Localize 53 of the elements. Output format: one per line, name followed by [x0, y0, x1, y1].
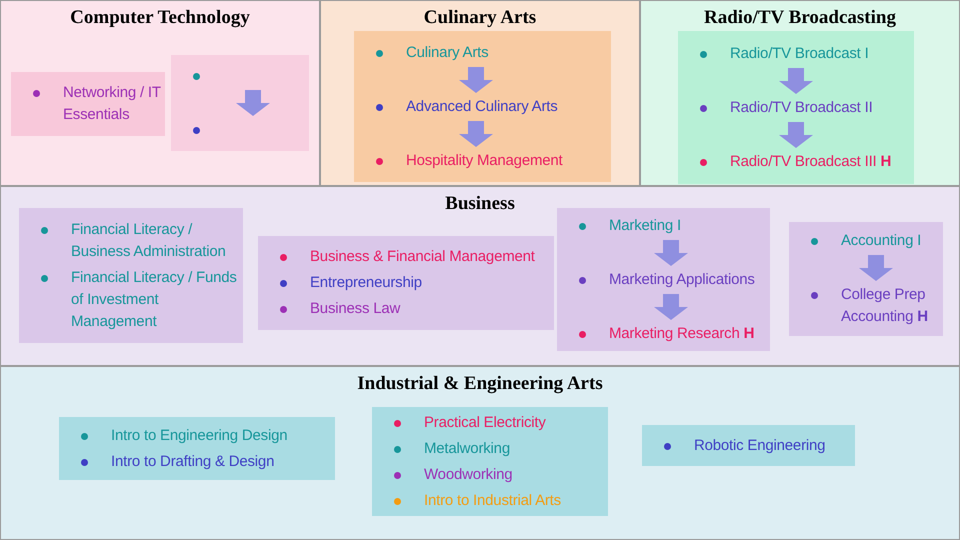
course-box	[59, 417, 335, 480]
course-box	[372, 407, 608, 516]
course-box	[557, 208, 770, 351]
course-box	[678, 31, 914, 184]
down-arrow	[459, 120, 493, 146]
course-box	[258, 236, 554, 330]
course-name: Hospitality Management	[406, 150, 563, 170]
category-panel	[640, 0, 960, 186]
course-name: Accounting I	[841, 231, 922, 251]
category-title: Business	[444, 192, 516, 216]
course-name: Intro to Drafting & Design	[111, 452, 274, 472]
category-title: Radio/TV Broadcasting	[703, 6, 897, 30]
category-panel	[0, 186, 960, 366]
course-name: Marketing Applications	[609, 270, 755, 290]
down-arrow	[859, 255, 893, 281]
course-name: Radio/TV Broadcast II	[730, 98, 873, 118]
course-name: Advanced Culinary Arts	[406, 96, 558, 116]
category-title: Industrial & Engineering Arts	[356, 372, 604, 396]
down-arrow	[459, 66, 493, 92]
course-name: Woodworking	[424, 464, 512, 484]
course-box	[171, 55, 309, 151]
course-name: Financial Literacy / Business Administration	[71, 220, 227, 262]
course-name: Business Law	[310, 299, 400, 319]
category-panel	[0, 0, 320, 186]
down-arrow	[654, 294, 688, 320]
course-box	[789, 222, 943, 336]
category-panel	[0, 366, 960, 540]
course-name: Networking / IT Essentials	[63, 83, 161, 125]
down-arrow	[654, 240, 688, 266]
course-name: Marketing Research H	[609, 324, 754, 344]
course-name: Financial Literacy / Funds of Investment Management	[71, 268, 238, 332]
category-title: Culinary Arts	[422, 6, 538, 30]
course-name: Marketing I	[609, 216, 681, 236]
course-name: Intro to Engineering Design	[111, 426, 288, 446]
course-box	[19, 208, 243, 343]
category-title: Computer Technology	[69, 6, 251, 30]
course-name: Metalworking	[424, 438, 510, 458]
down-arrow	[779, 68, 813, 94]
course-name: Practical Electricity	[424, 412, 546, 432]
course-name: Radio/TV Broadcast I	[730, 44, 869, 64]
course-name: College Prep Accounting H	[841, 285, 929, 327]
course-name: Business & Financial Management	[310, 247, 535, 267]
course-name: Radio/TV Broadcast III H	[730, 152, 892, 172]
course-name: Entrepreneurship	[310, 273, 422, 293]
course-name: Intro to Industrial Arts	[424, 490, 561, 510]
down-arrow	[779, 122, 813, 148]
down-arrow	[236, 90, 270, 116]
course-box	[642, 425, 855, 466]
course-box	[354, 31, 611, 182]
course-name: Culinary Arts	[406, 42, 488, 62]
course-name: Robotic Engineering	[694, 436, 826, 456]
course-box	[11, 72, 165, 136]
category-panel	[320, 0, 640, 186]
